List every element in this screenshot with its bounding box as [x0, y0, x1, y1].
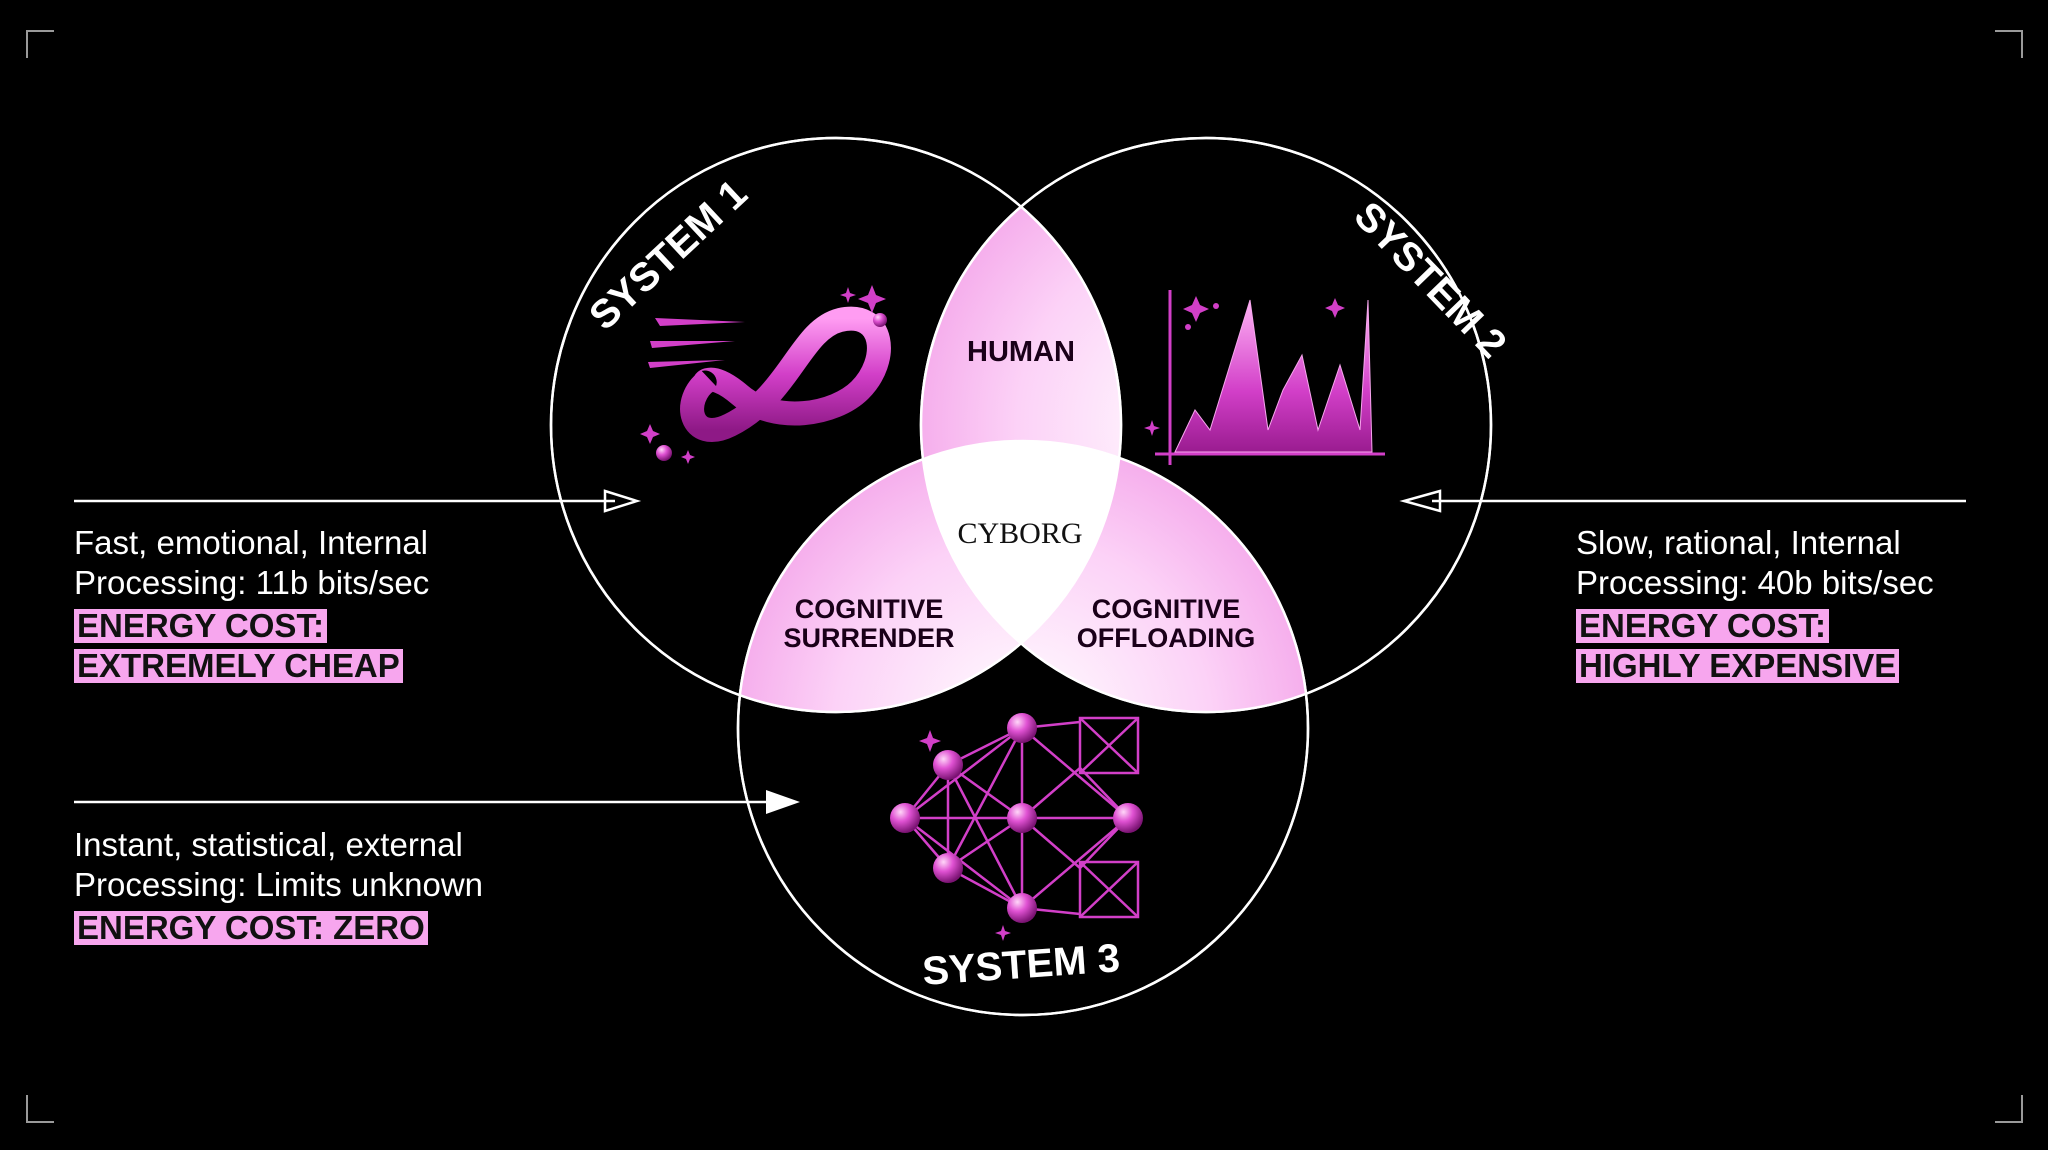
network-nodes [890, 713, 1143, 941]
system1-description: Fast, emotional, Internal Processing: 11… [74, 523, 429, 683]
spiky-chart-icon [1144, 290, 1385, 465]
system3-desc-line2: Processing: Limits unknown [74, 866, 484, 903]
corner-mark-top-right [1995, 30, 2023, 58]
intersection-fills [738, 138, 1308, 712]
infinity-loop-icon [640, 285, 891, 464]
system3-energy-tag: ENERGY COST: ZERO [74, 911, 428, 945]
cognitive-surrender-label-line2: SURRENDER [783, 623, 954, 653]
corner-mark-bottom-left [26, 1095, 54, 1123]
system1-energy-tag-line1: ENERGY COST: [74, 609, 327, 643]
system3-desc-line1: Instant, statistical, external [74, 826, 463, 863]
corner-mark-top-left [26, 30, 54, 58]
cognitive-offloading-label-line2: OFFLOADING [1077, 623, 1255, 653]
system3-label: SYSTEM 3 [921, 936, 1121, 994]
cognitive-offloading-label-line1: COGNITIVE [1092, 594, 1241, 624]
system3-description: Instant, statistical, external Processin… [74, 825, 483, 945]
corner-mark-bottom-right [1995, 1095, 2023, 1123]
system2-label: SYSTEM 2 [1346, 194, 1515, 367]
system2-energy-tag-line2: HIGHLY EXPENSIVE [1576, 649, 1900, 683]
system2-description: Slow, rational, Internal Processing: 40b… [1576, 523, 1934, 683]
arrow-system2 [1399, 489, 1966, 513]
system1-energy-tag-line2: EXTREMELY CHEAP [74, 649, 403, 683]
arrow-system3 [74, 790, 800, 814]
system2-energy-tag-line1: ENERGY COST: [1576, 609, 1829, 643]
cyborg-label: CYBORG [957, 517, 1082, 550]
arrow-system1 [74, 489, 642, 513]
cognitive-surrender-label-line1: COGNITIVE [795, 594, 944, 624]
human-label: HUMAN [967, 336, 1075, 368]
system2-desc-line1: Slow, rational, Internal [1576, 524, 1901, 561]
system1-desc-line1: Fast, emotional, Internal [74, 524, 429, 561]
system2-desc-line2: Processing: 40b bits/sec [1576, 564, 1934, 601]
system1-desc-line2: Processing: 11b bits/sec [74, 564, 430, 601]
